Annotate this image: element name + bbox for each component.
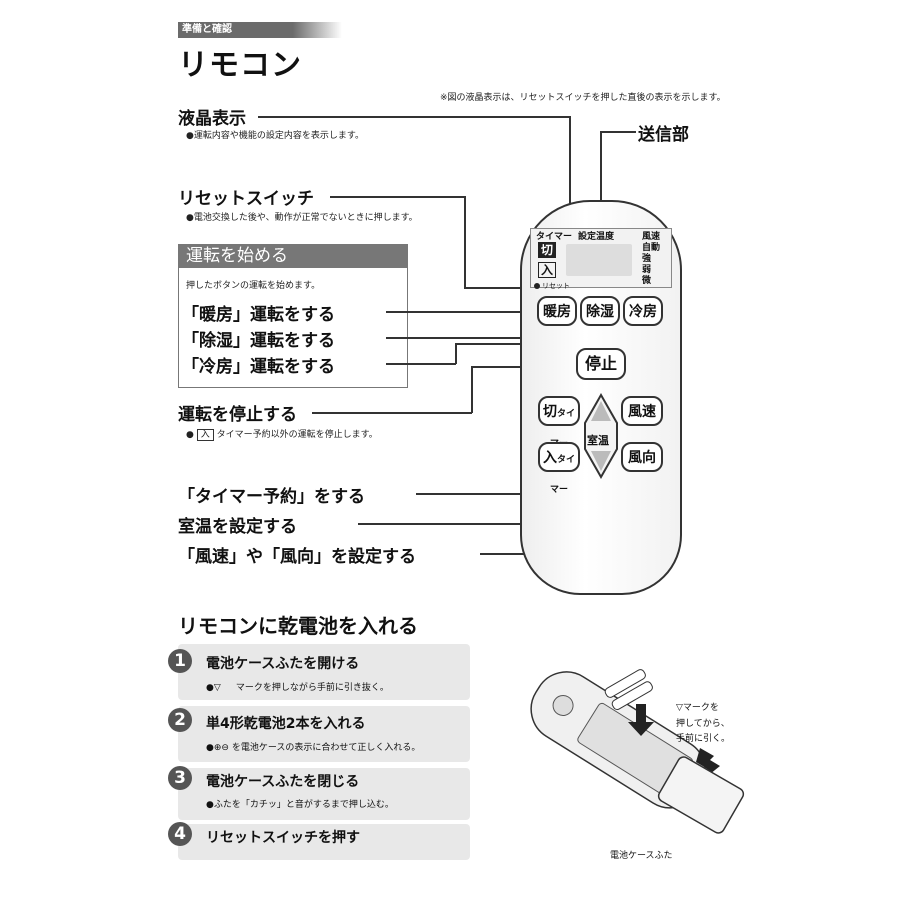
polarity-icon: ⊕⊖ xyxy=(213,743,229,753)
step-1-title: 電池ケースふたを開ける xyxy=(206,656,360,672)
fan-label: 「風速」や「風向」を設定する xyxy=(178,547,416,567)
step-3-title: 電池ケースふたを閉じる xyxy=(206,774,360,790)
lcd-micro: 微 xyxy=(642,276,652,286)
cool-button[interactable]: 冷房 xyxy=(623,296,663,326)
reset-desc: ●電池交換した後や、動作が正常でないときに押します。 xyxy=(186,213,418,223)
room-temp-label: 室温 xyxy=(587,434,609,447)
room-temp-rocker[interactable] xyxy=(583,393,619,479)
tab-mark-icon: ▽ xyxy=(676,703,683,713)
step-2-panel xyxy=(178,706,470,762)
step-1-panel xyxy=(178,644,470,700)
timer-on-label: 入 xyxy=(542,450,557,466)
step-4-number: 4 xyxy=(168,822,192,846)
battery-section-title: リモコンに乾電池を入れる xyxy=(178,614,418,638)
tab-mark-icon: ▽ xyxy=(213,683,221,693)
reset-switch[interactable] xyxy=(534,283,540,289)
leader-line xyxy=(312,412,472,414)
leader-line xyxy=(464,196,466,288)
leader-line xyxy=(416,493,558,495)
stop-button[interactable]: 停止 xyxy=(576,348,626,380)
leader-line xyxy=(386,337,600,339)
timer-off-label: 切 xyxy=(542,404,557,420)
battery-illustration xyxy=(530,669,745,834)
leader-line xyxy=(258,116,570,118)
heat-button[interactable]: 暖房 xyxy=(537,296,577,326)
dry-button[interactable]: 除湿 xyxy=(580,296,620,326)
leader-line xyxy=(386,363,456,365)
reset-label: リセットスイッチ xyxy=(178,189,314,209)
stop-desc: ● 入 タイマー予約以外の運転を停止します。 xyxy=(186,429,378,441)
stop-desc-text: タイマー予約以外の運転を停止します。 xyxy=(216,430,378,440)
lcd-off: 切 xyxy=(538,242,556,258)
battery-cover-label: 電池ケースふた xyxy=(610,851,673,861)
lcd-speed: 風速 xyxy=(642,232,661,242)
fan-speed-button[interactable]: 風速 xyxy=(621,396,663,426)
step-2-desc: ●⊕⊖ を電池ケースの表示に合わせて正しく入れる。 xyxy=(206,743,421,753)
step-3-number: 3 xyxy=(168,766,192,790)
fan-direction-button[interactable]: 風向 xyxy=(621,442,663,472)
step-2-desc-text: を電池ケースの表示に合わせて正しく入れる。 xyxy=(231,743,421,753)
step-1-desc: ●▽マークを押しながら手前に引き抜く。 xyxy=(206,683,389,693)
leader-line xyxy=(330,196,465,198)
leader-line xyxy=(455,343,457,364)
step-3-panel xyxy=(178,768,470,820)
on-key: 入 xyxy=(196,429,214,441)
reset-switch-label: リセット xyxy=(542,282,570,290)
cool-label: 「冷房」運転をする xyxy=(182,357,335,377)
page-title: リモコン xyxy=(178,48,302,83)
lcd-on: 入 xyxy=(538,262,556,278)
lcd-desc: ●運転内容や機能の設定内容を表示します。 xyxy=(186,131,364,141)
lcd-weak: 弱 xyxy=(642,265,652,275)
illus-note-2: 押してから、 xyxy=(676,719,730,729)
leader-line xyxy=(600,131,636,133)
timer-on-button[interactable]: 入タイマー xyxy=(538,442,580,495)
start-operation-desc: 押したボタンの運転を始めます。 xyxy=(186,281,321,291)
heat-label: 「暖房」運転をする xyxy=(182,305,335,325)
stop-label: 運転を停止する xyxy=(178,405,297,425)
leader-line xyxy=(358,523,601,525)
leader-line xyxy=(600,131,602,201)
start-operation-title: 運転を始める xyxy=(178,244,407,268)
leader-line xyxy=(471,366,473,413)
lcd-label: 液晶表示 xyxy=(178,109,246,129)
step-4-title: リセットスイッチを押す xyxy=(206,830,360,846)
step-2-number: 2 xyxy=(168,708,192,732)
lcd-timer: タイマー xyxy=(536,232,573,242)
illus-note-1-text: マークを xyxy=(682,703,719,713)
timer-off-button[interactable]: 切タイマー xyxy=(538,396,580,449)
lcd-auto: 自動 xyxy=(642,243,661,253)
timer-label: 「タイマー予約」をする xyxy=(178,487,365,507)
leader-line xyxy=(464,287,534,289)
section-tag: 準備と確認 xyxy=(178,22,342,38)
lcd-segments xyxy=(566,244,632,276)
step-1-desc-text: マークを押しながら手前に引き抜く。 xyxy=(235,683,389,693)
dry-label: 「除湿」運転をする xyxy=(182,331,335,351)
illus-note-3: 手前に引く。 xyxy=(676,734,731,744)
lcd-strong: 強 xyxy=(642,254,652,264)
illus-note-1: ▽マークを xyxy=(676,700,719,713)
step-3-desc: ●ふたを「カチッ」と音がするまで押し込む。 xyxy=(206,800,394,810)
temp-label: 室温を設定する xyxy=(178,517,297,537)
note-text: ※図の液晶表示は、リセットスイッチを押した直後の表示を示します。 xyxy=(440,93,726,103)
timer-on-suffix: タイマー xyxy=(549,455,575,495)
step-2-title: 単4形乾電池2本を入れる xyxy=(206,716,366,732)
step-4-panel xyxy=(178,824,470,860)
leader-line xyxy=(386,311,538,313)
leader-line xyxy=(569,116,571,246)
step-1-number: 1 xyxy=(168,649,192,673)
transmitter-label: 送信部 xyxy=(638,125,689,145)
lcd-set-temp: 設定温度 xyxy=(578,232,615,242)
